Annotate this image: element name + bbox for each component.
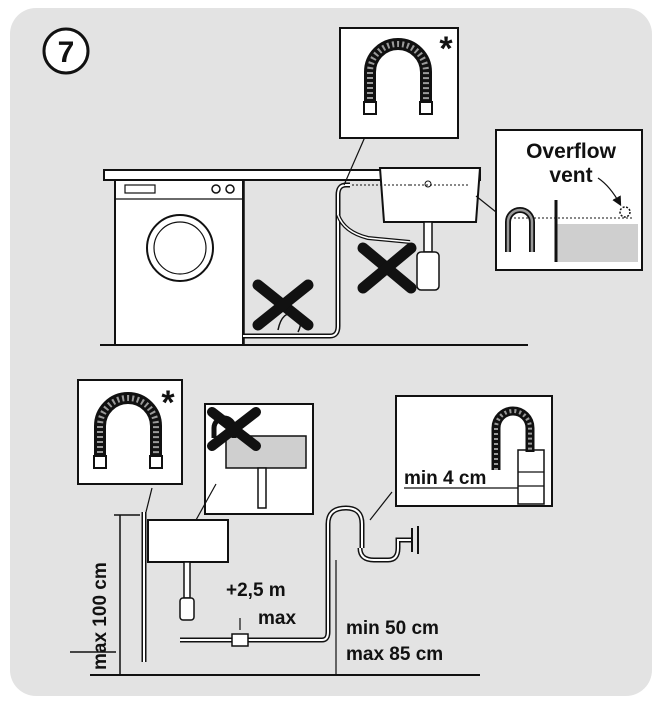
max-siphon-height-label: max 85 cm — [346, 644, 443, 665]
cross-icon — [207, 407, 261, 451]
hose-detail-box: * — [339, 27, 459, 139]
extension-max-label: max — [258, 608, 296, 629]
instruction-panel — [10, 8, 652, 696]
washing-machine-icon — [114, 179, 244, 346]
top-scene: * Overflow vent — [100, 27, 643, 346]
sink-icon — [352, 167, 482, 291]
hose-detail-box: * — [77, 379, 183, 485]
hose-bend-icon — [505, 207, 535, 252]
min-gap-label: min 4 cm — [404, 468, 486, 489]
sink-icon — [147, 519, 229, 621]
cross-icon — [252, 279, 314, 331]
overflow-title: Overflow — [526, 140, 617, 163]
step-number: 7 — [58, 36, 75, 69]
max-height-label: max 100 cm — [90, 562, 111, 670]
siphon-detail-box: min 4 cm — [395, 395, 553, 507]
hose-bend-icon — [491, 406, 535, 470]
min-height-label: min 50 cm — [346, 618, 439, 639]
bottom-scene: max 100 cm * — [70, 379, 553, 676]
step-number-badge: 7 — [42, 27, 90, 75]
vent-title: vent — [549, 164, 592, 187]
wrong-sink-box — [204, 403, 314, 515]
asterisk-marker: * — [161, 384, 175, 422]
cross-icon — [357, 242, 417, 294]
overflow-vent-box: Overflow vent — [495, 129, 643, 271]
asterisk-marker: * — [439, 30, 453, 68]
siphon-icon — [357, 526, 419, 563]
extension-label: +2,5 m — [226, 580, 286, 601]
